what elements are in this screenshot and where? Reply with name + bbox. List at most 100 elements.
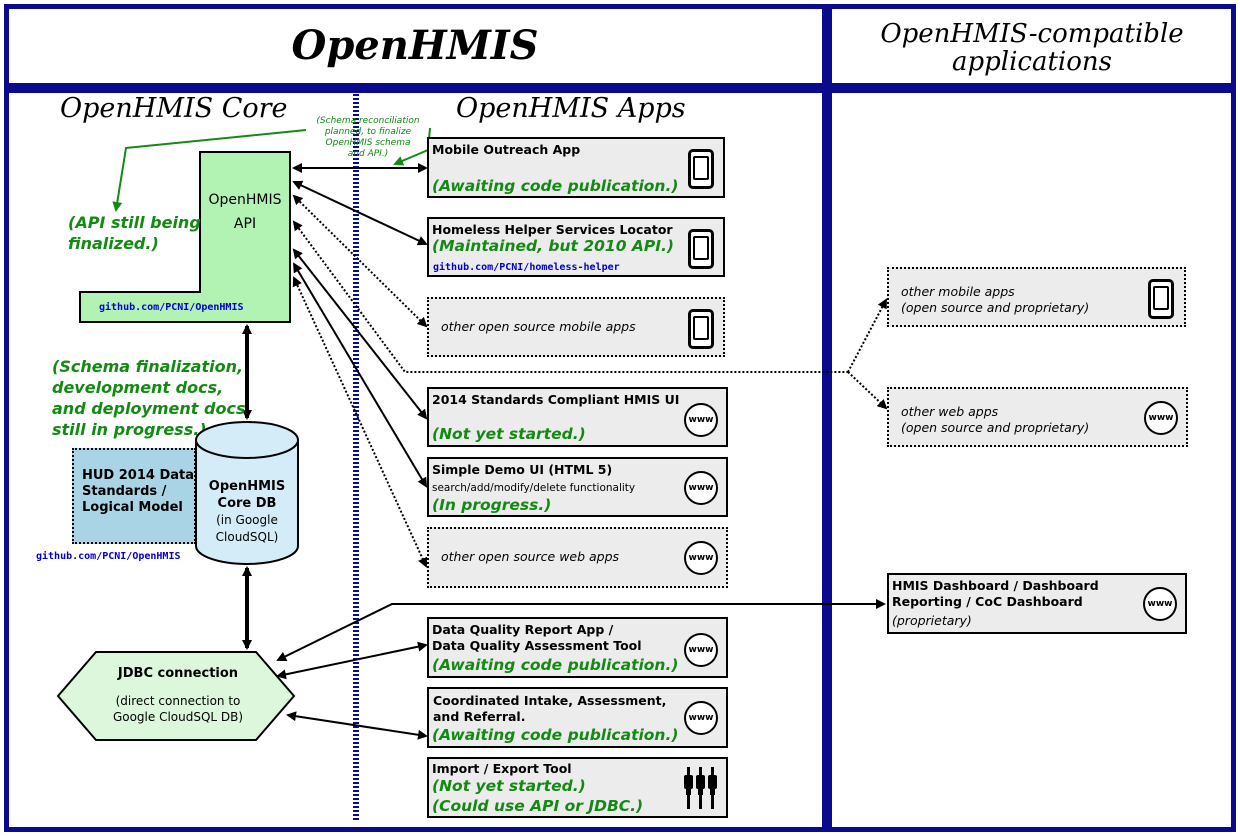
db-line3: (in Google (216, 513, 278, 527)
mobile-phone-icon (1148, 279, 1174, 319)
www-icon: www (684, 471, 718, 505)
core-db-label: OpenHMIS Core DB (in Google CloudSQL) (196, 478, 298, 546)
data-quality-box[interactable]: Data Quality Report App / Data Quality A… (427, 617, 728, 678)
mobile-outreach-status: (Awaiting code publication.) (432, 177, 679, 195)
compatible-title-line2: applications (952, 47, 1112, 77)
www-icon: www (1143, 587, 1177, 621)
schema-note: (Schema reconciliation planned, to final… (300, 116, 436, 160)
api-note-line1: (API still being (68, 213, 201, 232)
homeless-helper-status: (Maintained, but 2010 API.) (432, 237, 674, 255)
import-export-status-line2: (Could use API or JDBC.) (432, 797, 644, 815)
jdbc-hexagon (56, 651, 296, 741)
import-export-title: Import / Export Tool (432, 761, 572, 776)
api-note-line2: finalized.) (68, 234, 159, 253)
standards-ui-status: (Not yet started.) (432, 425, 586, 443)
other-mobile-line2: (open source and proprietary) (901, 300, 1090, 315)
other-web-line1: other web apps (901, 404, 999, 419)
www-icon: www (684, 633, 718, 667)
apps-section-title: OpenHMIS Apps (456, 93, 686, 124)
mobile-phone-icon (688, 149, 714, 189)
progress-note-line1: (Schema finalization, (52, 357, 244, 376)
dashboard-line2: Reporting / CoC Dashboard (892, 594, 1083, 609)
coordinated-title-line2: and Referral. (433, 709, 526, 724)
simple-demo-title: Simple Demo UI (HTML 5) (432, 462, 613, 477)
api-repo-link[interactable]: github.com/PCNI/OpenHMIS (99, 302, 244, 313)
progress-note: (Schema finalization, development docs, … (52, 356, 245, 440)
header-divider (4, 83, 1236, 93)
www-icon: www (684, 403, 718, 437)
homeless-helper-title: Homeless Helper Services Locator (432, 222, 673, 237)
schema-note-line2: planned, to finalize (324, 127, 412, 137)
schema-note-line4: and API.) (347, 149, 389, 159)
api-note: (API still being finalized.) (68, 212, 201, 254)
other-os-web-label: other open source web apps (441, 549, 620, 564)
other-mobile-line1: other mobile apps (901, 284, 1015, 299)
mobile-outreach-title: Mobile Outreach App (432, 142, 581, 157)
hud-line3: Logical Model (82, 500, 183, 515)
data-quality-title-line1: Data Quality Report App / (432, 622, 614, 637)
other-os-mobile-label: other open source mobile apps (441, 319, 636, 334)
progress-note-line2: development docs, (52, 378, 224, 397)
column-divider (822, 4, 832, 832)
schema-note-line3: OpenHMIS schema (325, 138, 411, 148)
dashboard-line1: HMIS Dashboard / Dashboard (892, 578, 1099, 593)
homeless-helper-link[interactable]: github.com/PCNI/homeless-helper (433, 262, 620, 273)
other-os-mobile-box[interactable]: other open source mobile apps (427, 297, 725, 357)
www-icon: www (684, 541, 718, 575)
outer-frame (4, 4, 1236, 832)
other-web-apps-box[interactable]: other web apps (open source and propriet… (887, 387, 1188, 447)
compatible-title: OpenHMIS-compatible applications (832, 20, 1232, 76)
other-web-apps-label: other web apps (open source and propriet… (901, 404, 1089, 436)
coordinated-intake-box[interactable]: Coordinated Intake, Assessment, and Refe… (427, 687, 728, 748)
db-line4: CloudSQL) (215, 530, 279, 544)
www-icon: www (1144, 401, 1178, 435)
jdbc-title: JDBC connection (117, 666, 239, 681)
www-icon: www (684, 701, 718, 735)
schema-note-line1: (Schema reconciliation (316, 116, 420, 126)
import-export-box[interactable]: Import / Export Tool (Not yet started.) … (427, 757, 728, 818)
plug-icon (684, 767, 717, 809)
mobile-phone-icon (688, 229, 714, 269)
standards-ui-box[interactable]: 2014 Standards Compliant HMIS UI (Not ye… (427, 387, 728, 447)
homeless-helper-box[interactable]: Homeless Helper Services Locator (Mainta… (427, 217, 725, 277)
hmis-dashboard-box[interactable]: HMIS Dashboard / Dashboard Reporting / C… (887, 573, 1187, 634)
compatible-title-line1: OpenHMIS-compatible (880, 19, 1184, 49)
hud-line2: Standards / (82, 484, 167, 499)
jdbc-line1: (direct connection to (115, 694, 241, 708)
simple-demo-box[interactable]: Simple Demo UI (HTML 5) search/add/modif… (427, 457, 728, 517)
jdbc-label: JDBC connection (direct connection to Go… (96, 666, 260, 725)
data-quality-title-line2: Data Quality Assessment Tool (432, 638, 642, 653)
hud-box: HUD 2014 Data Standards / Logical Model (72, 448, 196, 544)
core-db-cylinder (195, 421, 299, 565)
import-export-status-line1: (Not yet started.) (432, 777, 586, 795)
standards-ui-title: 2014 Standards Compliant HMIS UI (432, 392, 680, 407)
api-label: OpenHMIS API (200, 188, 290, 236)
other-mobile-apps-label: other mobile apps (open source and propr… (901, 284, 1089, 316)
api-label-line2: API (233, 216, 257, 232)
mobile-outreach-app-box[interactable]: Mobile Outreach App (Awaiting code publi… (427, 137, 725, 198)
api-shape (79, 151, 291, 323)
hud-line1: HUD 2014 Data (82, 468, 195, 483)
api-label-line1: OpenHMIS (208, 192, 282, 208)
data-quality-title: Data Quality Report App / Data Quality A… (432, 622, 642, 654)
other-mobile-apps-box[interactable]: other mobile apps (open source and propr… (887, 267, 1186, 327)
hmis-dashboard-title: HMIS Dashboard / Dashboard Reporting / C… (892, 578, 1099, 610)
jdbc-line2: Google CloudSQL DB) (112, 710, 244, 724)
dashboard-line3: (proprietary) (892, 613, 972, 628)
progress-note-line3: and deployment docs (52, 399, 246, 418)
mobile-phone-icon (688, 309, 714, 349)
main-title: OpenHMIS (291, 22, 539, 69)
other-os-web-box[interactable]: other open source web apps www (427, 527, 728, 588)
db-line2: Core DB (217, 496, 277, 511)
simple-demo-sub: search/add/modify/delete functionality (432, 482, 636, 494)
simple-demo-status: (In progress.) (432, 496, 552, 514)
coordinated-status: (Awaiting code publication.) (432, 726, 679, 744)
coordinated-title-line1: Coordinated Intake, Assessment, (433, 693, 667, 708)
progress-note-line4: still in progress.) (52, 420, 207, 439)
other-web-line2: (open source and proprietary) (901, 420, 1090, 435)
db-line1: OpenHMIS (208, 479, 286, 494)
hud-repo-link[interactable]: github.com/PCNI/OpenHMIS (36, 551, 181, 562)
core-section-title: OpenHMIS Core (60, 93, 288, 124)
coordinated-title: Coordinated Intake, Assessment, and Refe… (433, 693, 666, 725)
